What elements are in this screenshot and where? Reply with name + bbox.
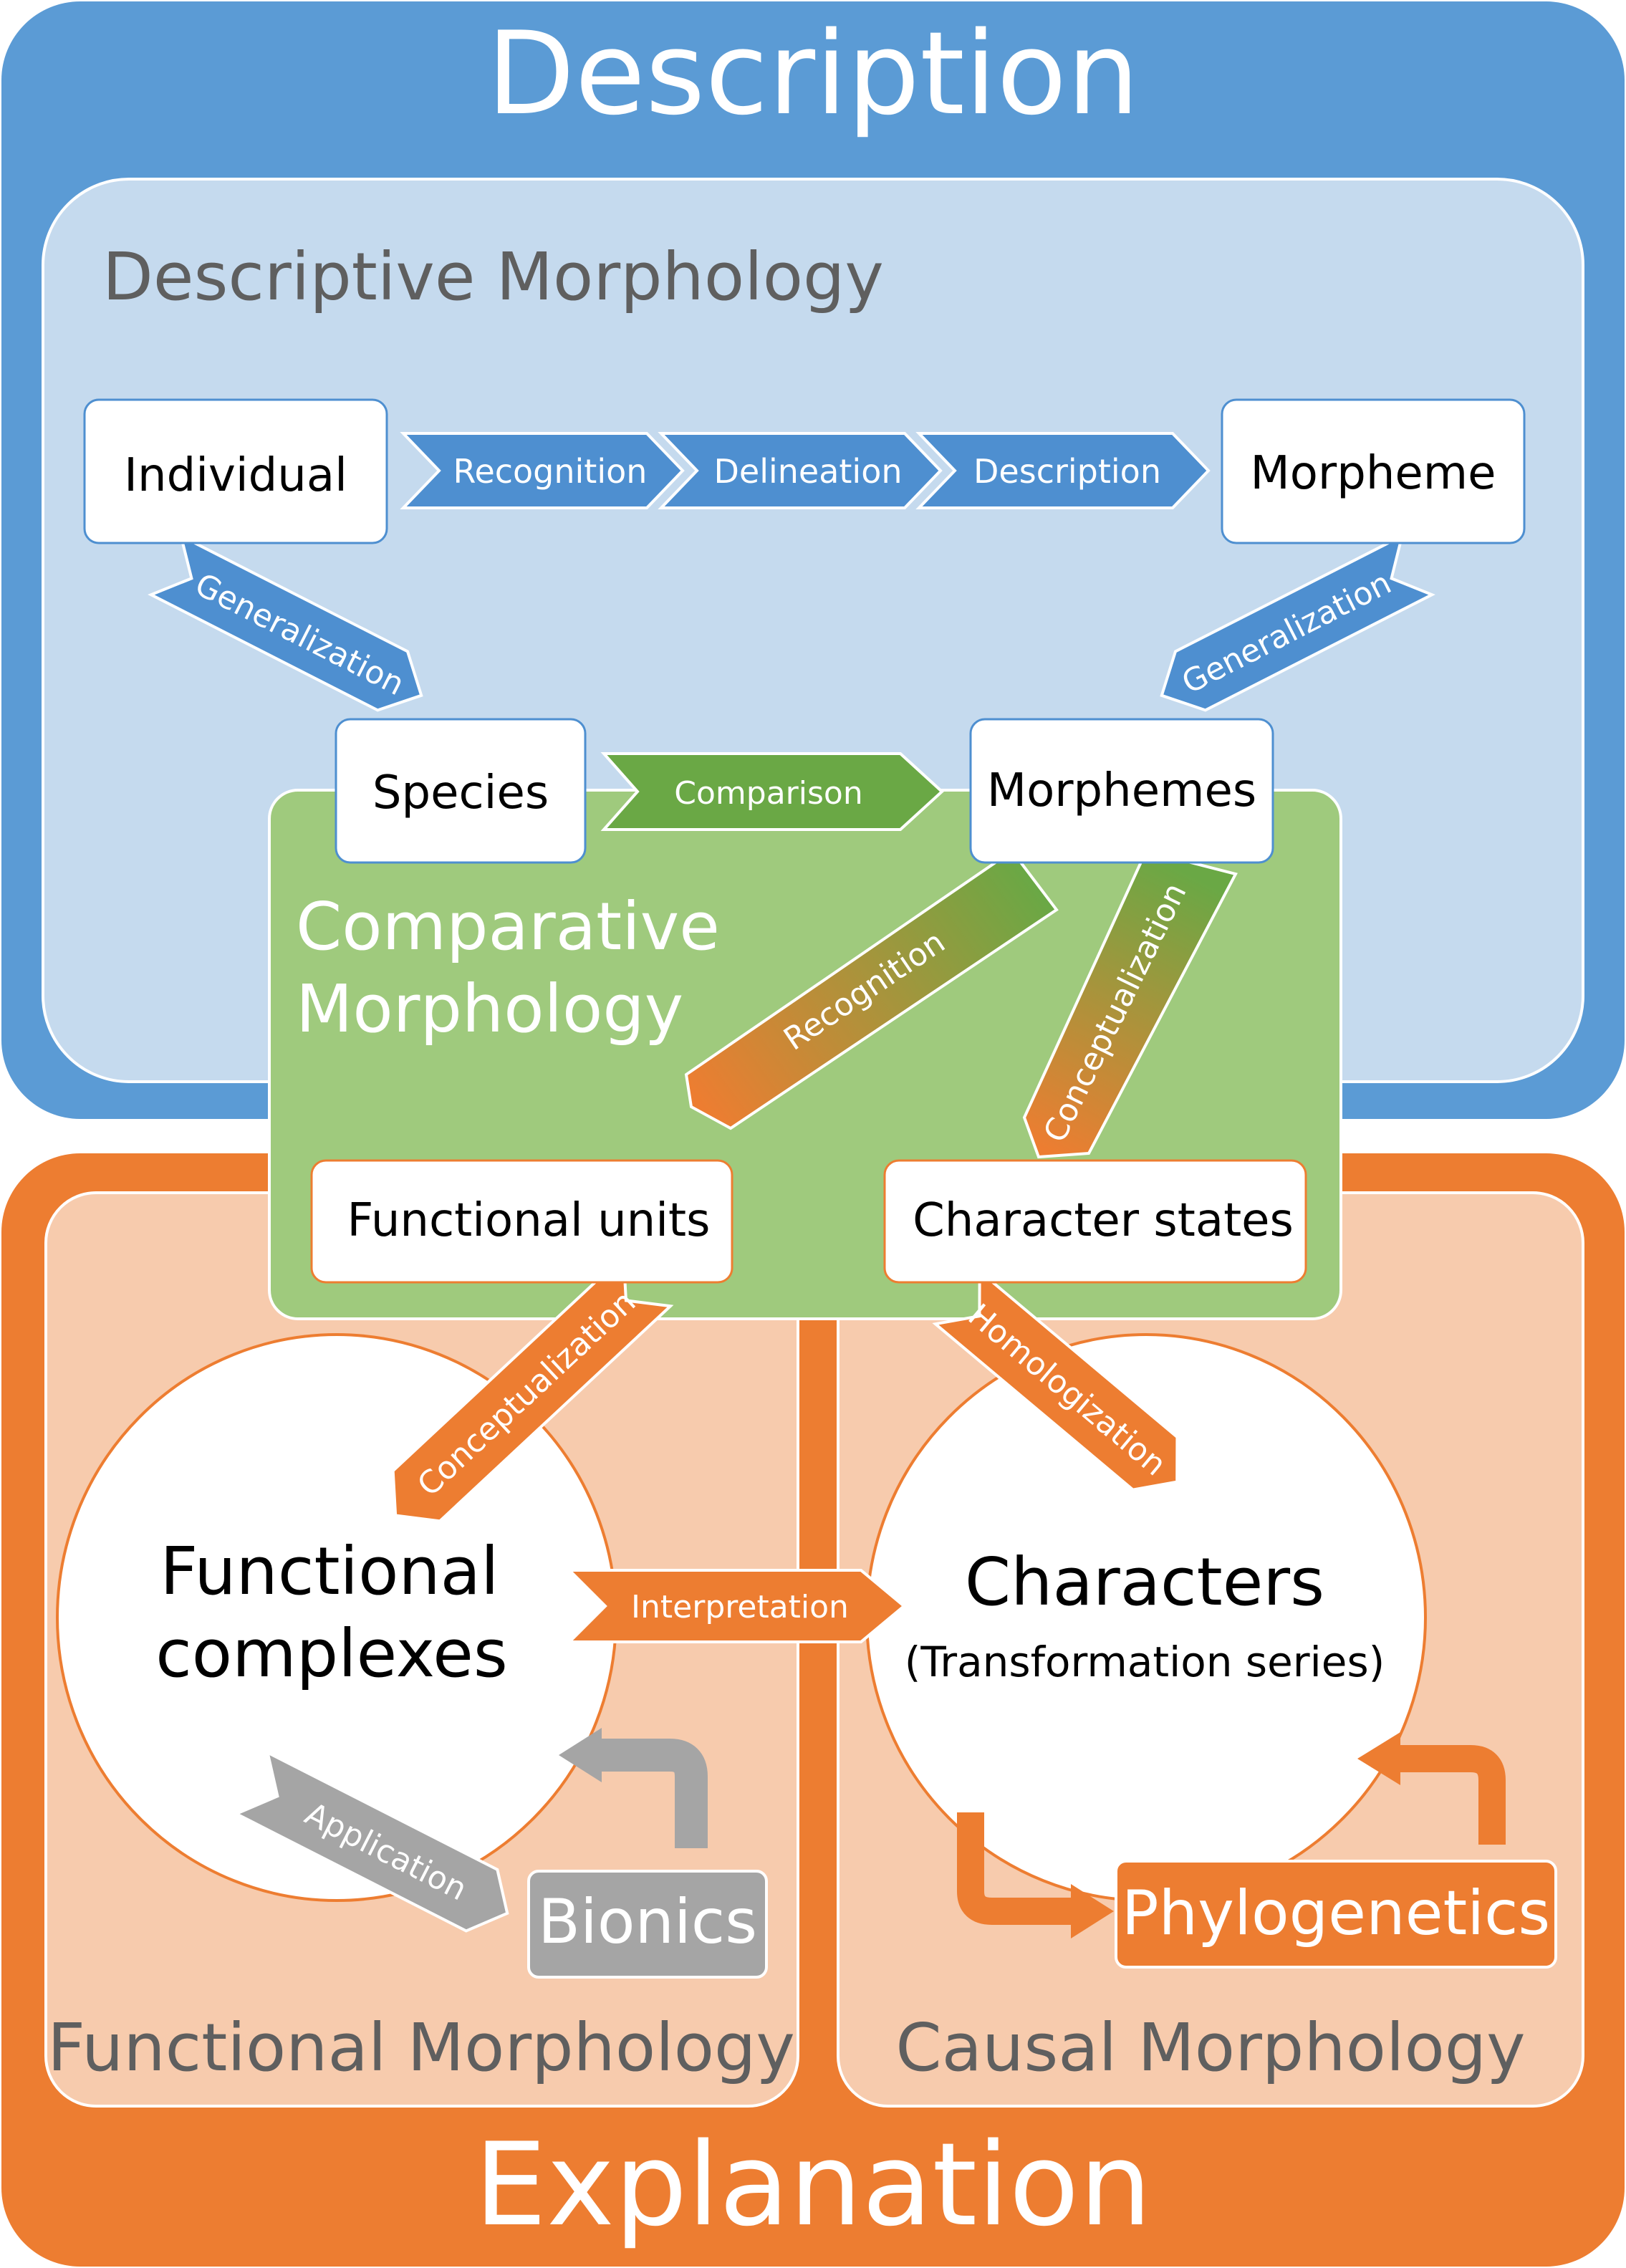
recognition-step-label: Recognition — [453, 452, 648, 491]
character-states-label: Character states — [913, 1194, 1294, 1247]
to-phylogenetics-arrow — [957, 1812, 1114, 1938]
recognition-step-arrow: Recognition — [400, 432, 685, 509]
comparative-morphology-title-line1: Comparative — [296, 888, 720, 965]
phylogenetics-node: Phylogenetics — [1115, 1860, 1557, 1969]
comparative-morphology-title-line2: Morphology — [296, 971, 683, 1047]
phylogenetics-label: Phylogenetics — [1122, 1878, 1550, 1949]
comparison-label: Comparison — [674, 775, 862, 812]
bionics-feedback-arrow — [559, 1728, 708, 1848]
functional-morphology-title: Functional Morphology — [47, 2009, 795, 2086]
description-step-label: Description — [973, 452, 1161, 491]
species-node: Species — [335, 718, 587, 864]
morpheme-node: Morpheme — [1221, 398, 1526, 544]
morpheme-label: Morpheme — [1251, 447, 1496, 500]
functional-complexes-label-line2: complexes — [155, 1615, 508, 1692]
functional-units-node: Functional units — [310, 1159, 733, 1284]
morphemes-label: Morphemes — [987, 764, 1256, 817]
explanation-title: Explanation — [474, 2118, 1152, 2252]
causal-morphology-title: Causal Morphology — [895, 2009, 1525, 2086]
functional-complexes-label-line1: Functional — [160, 1533, 499, 1610]
description-step-arrow: Description — [915, 432, 1211, 509]
phylogenetics-feedback-arrow — [1357, 1732, 1506, 1845]
interpretation-label: Interpretation — [631, 1589, 849, 1625]
delineation-step-arrow: Delineation — [658, 432, 943, 509]
description-title: Description — [486, 6, 1139, 140]
character-states-node: Character states — [883, 1159, 1307, 1284]
morphemes-node: Morphemes — [969, 718, 1274, 864]
functional-units-label: Functional units — [347, 1194, 711, 1247]
individual-node: Individual — [83, 398, 388, 544]
delineation-step-label: Delineation — [713, 452, 902, 491]
bionics-label: Bionics — [538, 1886, 757, 1958]
comparison-arrow: Comparison — [600, 752, 944, 831]
interpretation-arrow: Interpretation — [566, 1569, 907, 1643]
descriptive-morphology-title: Descriptive Morphology — [102, 239, 884, 315]
characters-label: Characters — [965, 1544, 1324, 1620]
individual-label: Individual — [124, 449, 347, 502]
characters-subtitle: (Transformation series) — [905, 1638, 1385, 1686]
bionics-node: Bionics — [527, 1870, 768, 1979]
species-label: Species — [372, 767, 549, 820]
